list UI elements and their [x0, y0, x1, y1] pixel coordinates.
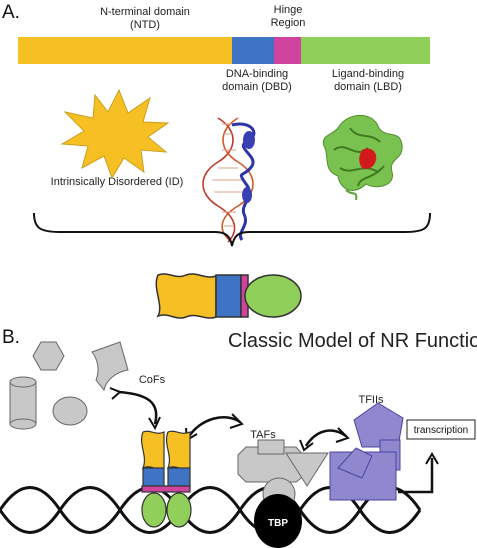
receptor-compact-icon: [155, 273, 302, 319]
tafs-to-tfiis-arrow: [304, 429, 347, 447]
panel-b-title: Classic Model of NR Function: [228, 330, 477, 352]
transcription-box: [406, 419, 476, 440]
hinge-segment: [274, 37, 301, 64]
disorder-starburst-icon: [60, 88, 170, 180]
dbd-label-line1: DNA-binding: [225, 68, 289, 80]
tafs-label: TAFs: [250, 429, 276, 441]
transcription-arrow: [398, 458, 434, 494]
interaction-arrows: [109, 387, 350, 452]
dbd-segment: [232, 37, 274, 64]
cofs-label: CoFs: [138, 374, 166, 386]
cofactor-hexagon-icon: [32, 341, 65, 371]
panel-b-letter: B.: [2, 327, 20, 348]
id-label: Intrinsically Disordered (ID): [50, 176, 184, 188]
ntd-label-line2: (NTD): [130, 19, 160, 31]
panel-a-letter: A.: [2, 2, 20, 23]
dbd-structure-icon: [202, 117, 256, 243]
receptor-dimer: [140, 430, 192, 528]
transcription-label: transcription: [414, 425, 468, 436]
tfii-complex: [329, 402, 404, 501]
tbp-label: TBP: [268, 518, 288, 529]
cofactor-curved-block-icon: [91, 341, 129, 392]
hinge-label: Hinge Region: [258, 4, 318, 30]
cofactor-shapes: [9, 341, 129, 430]
hinge-label-line1: Hinge: [273, 4, 303, 16]
lbd-segment: [301, 37, 430, 64]
cofactor-ellipse-icon: [52, 396, 88, 426]
ntd-label: N-terminal domain (NTD): [90, 6, 200, 32]
domain-bar: [18, 37, 430, 64]
dna-double-helix: [0, 486, 422, 534]
dbd-label-line2: domain (DBD): [222, 81, 292, 93]
hinge-label-line2: Region: [270, 17, 306, 29]
receptor-to-tafs-arrow: [186, 416, 241, 439]
transcription-output: transcription: [398, 419, 476, 494]
lbd-label-line2: domain (LBD): [334, 81, 402, 93]
dbd-label: DNA-binding domain (DBD): [212, 68, 302, 94]
lbd-structure-icon: [322, 114, 403, 201]
ntd-label-line1: N-terminal domain: [100, 6, 190, 18]
tbp-protein: TBP: [254, 494, 302, 548]
cofactor-cylinder-icon: [9, 376, 37, 430]
cofs-to-receptor-arrow: [117, 390, 158, 425]
grouping-bracket: [33, 212, 431, 247]
ntd-segment: [18, 37, 232, 64]
lbd-label-line1: Ligand-binding: [331, 68, 405, 80]
lbd-label: Ligand-binding domain (LBD): [318, 68, 418, 94]
